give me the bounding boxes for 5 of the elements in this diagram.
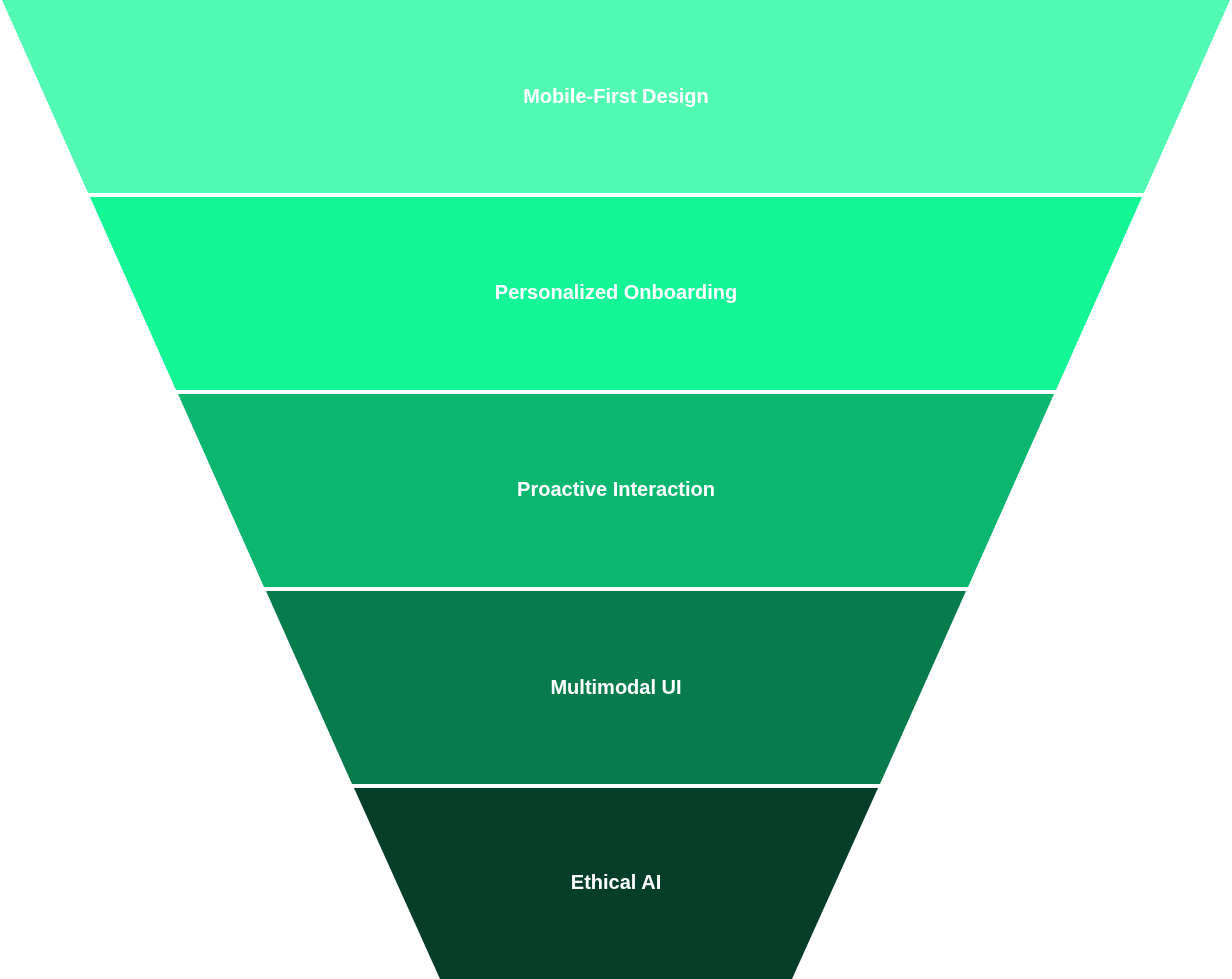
funnel-label: Mobile-First Design [523, 84, 709, 108]
funnel-label: Ethical AI [570, 870, 662, 894]
funnel-label: Proactive Interaction [517, 477, 715, 501]
funnel-label: Personalized Onboarding [494, 280, 738, 304]
funnel-label: Multimodal UI [550, 675, 682, 699]
